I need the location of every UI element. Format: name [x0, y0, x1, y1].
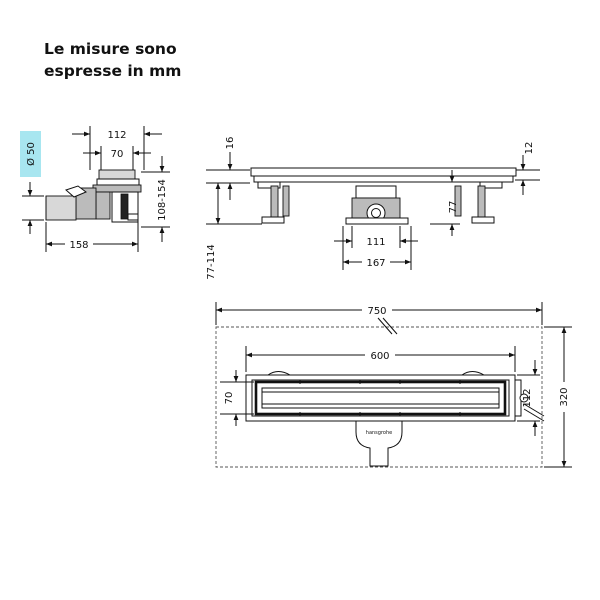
- header-line-2: espresse in mm: [44, 62, 182, 80]
- plan-view: 750 600 hansgrohe: [215, 302, 572, 468]
- side-dim-height: 108-154: [157, 179, 168, 221]
- front-dim-right: 12: [524, 142, 535, 155]
- plan-dim-channel: 600: [370, 351, 389, 362]
- outlet-highlight: [20, 131, 41, 177]
- plan-dim-channel-width: 70: [224, 392, 235, 405]
- front-dim-adjust: 77-114: [206, 244, 217, 279]
- side-dim-inner: 70: [111, 149, 124, 160]
- front-dim-outlet-height: 77: [448, 201, 459, 214]
- plan-dim-right-outer: 320: [559, 387, 570, 406]
- header-note: Le misure sono espresse in mm: [44, 38, 181, 82]
- plan-brand: hansgrohe: [366, 430, 392, 436]
- side-dim-width: 158: [69, 240, 88, 251]
- front-dim-top: 16: [225, 137, 236, 150]
- side-view: Ø 50 112 70 108-154: [20, 126, 170, 252]
- side-dim-outlet: Ø 50: [25, 142, 37, 166]
- header-line-1: Le misure sono: [44, 40, 177, 58]
- front-dim-feet: 167: [366, 258, 385, 269]
- plan-dim-outer: 750: [367, 306, 386, 317]
- front-dim-trap: 111: [366, 237, 385, 248]
- plan-dim-right-small: 112: [522, 388, 533, 407]
- side-dim-top: 112: [107, 130, 126, 141]
- front-view: 16 12 77 77-: [206, 137, 540, 280]
